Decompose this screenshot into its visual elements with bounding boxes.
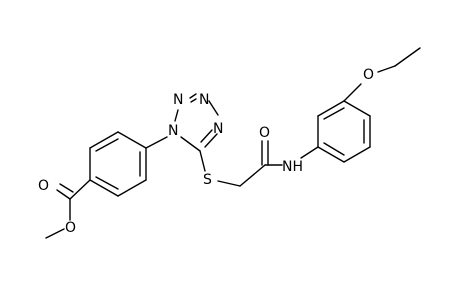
- ethoxyphenyl-ring: [317, 100, 371, 163]
- atom-label-amide-nh: NH: [282, 159, 303, 175]
- atom-label-n2: N: [173, 92, 183, 108]
- benzoate-ring: [89, 131, 147, 197]
- atom-label-n4: N: [213, 121, 223, 137]
- atom-label-ether-oxygen: O: [363, 67, 374, 83]
- aryl-n-bond: [145, 136, 168, 149]
- tetrazole-ring: [174, 93, 219, 152]
- amide-group: [261, 140, 319, 166]
- thioether-linker: [199, 150, 266, 187]
- atom-label-sulfur: S: [203, 172, 212, 188]
- atom-label-amide-oxygen: O: [259, 125, 270, 141]
- atom-label-n1: N: [168, 123, 178, 139]
- atom-label-carbonyl-oxygen: O: [38, 178, 49, 194]
- ethoxy-group: [343, 47, 421, 102]
- ester-group: [45, 179, 91, 239]
- atom-label-n3: N: [199, 92, 209, 108]
- atom-label-ester-oxygen: O: [65, 220, 76, 236]
